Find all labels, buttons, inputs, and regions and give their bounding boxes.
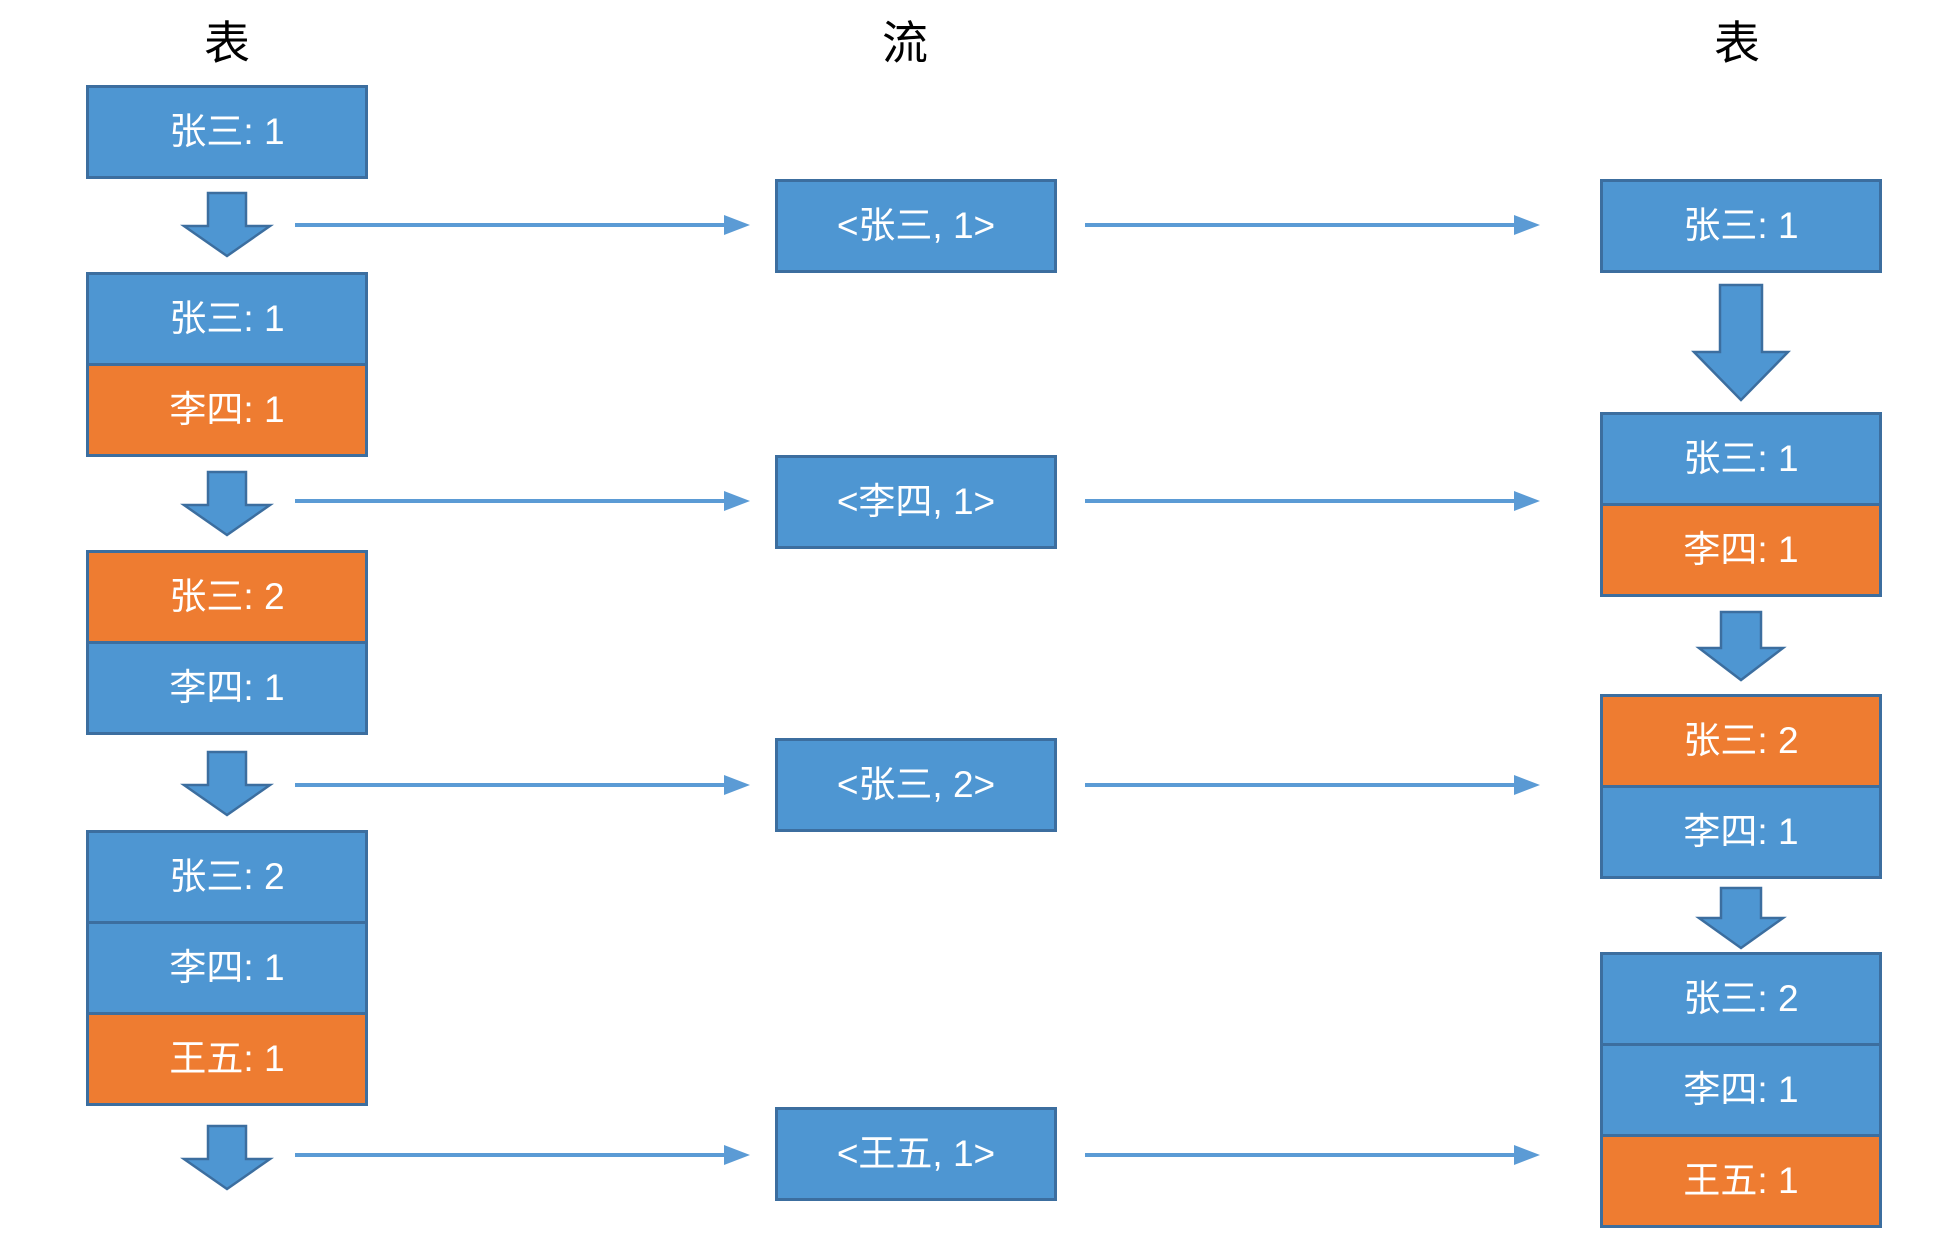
table-to-stream-arrow-1-line bbox=[295, 223, 724, 227]
table-row: 张三: 1 bbox=[86, 85, 368, 179]
table-row: 张三: 2 bbox=[1600, 952, 1882, 1046]
right-table-header: 表 bbox=[1714, 17, 1760, 69]
table-row: 张三: 1 bbox=[1600, 179, 1882, 273]
stream-to-table-arrow-4-line bbox=[1085, 1153, 1514, 1157]
table-row: 王五: 1 bbox=[1600, 1134, 1882, 1228]
stream-event-box: <张三, 2> bbox=[775, 738, 1057, 832]
left-table-down-arrow-4 bbox=[180, 1124, 274, 1191]
table-row: 李四: 1 bbox=[86, 921, 368, 1015]
left-table-down-arrow-3 bbox=[180, 750, 274, 817]
table-row: 张三: 2 bbox=[1600, 694, 1882, 788]
table-to-stream-arrow-1-head bbox=[724, 215, 750, 235]
left-table-down-arrow-1 bbox=[180, 191, 274, 258]
stream-to-table-arrow-1-head bbox=[1514, 215, 1540, 235]
table-row: 王五: 1 bbox=[86, 1012, 368, 1106]
table-row: 李四: 1 bbox=[1600, 785, 1882, 879]
table-row: 李四: 1 bbox=[1600, 503, 1882, 597]
table-to-stream-arrow-3-line bbox=[295, 783, 724, 787]
table-to-stream-arrow-4-line bbox=[295, 1153, 724, 1157]
stream-event-box: <张三, 1> bbox=[775, 179, 1057, 273]
table-to-stream-arrow-2-head bbox=[724, 491, 750, 511]
stream-to-table-arrow-4-head bbox=[1514, 1145, 1540, 1165]
table-to-stream-arrow-2-line bbox=[295, 499, 724, 503]
left-table-state-1: 张三: 1 bbox=[86, 85, 368, 179]
right-table-state-1: 张三: 1 bbox=[1600, 179, 1882, 273]
table-row: 张三: 2 bbox=[86, 830, 368, 924]
stream-to-table-arrow-3-head bbox=[1514, 775, 1540, 795]
right-table-down-arrow-2 bbox=[1695, 610, 1787, 682]
stream-to-table-arrow-2-head bbox=[1514, 491, 1540, 511]
right-table-down-arrow-3 bbox=[1695, 886, 1787, 950]
stream-event-box: <李四, 1> bbox=[775, 455, 1057, 549]
table-row: 张三: 1 bbox=[1600, 412, 1882, 506]
stream-to-table-arrow-3-line bbox=[1085, 783, 1514, 787]
table-row: 张三: 2 bbox=[86, 550, 368, 644]
right-table-down-arrow-1 bbox=[1691, 283, 1791, 402]
stream-to-table-arrow-2-line bbox=[1085, 499, 1514, 503]
stream-to-table-arrow-1-line bbox=[1085, 223, 1514, 227]
table-row: 李四: 1 bbox=[86, 363, 368, 457]
table-row: 李四: 1 bbox=[1600, 1043, 1882, 1137]
left-table-down-arrow-2 bbox=[180, 470, 274, 537]
stream-header: 流 bbox=[882, 17, 928, 69]
table-to-stream-arrow-3-head bbox=[724, 775, 750, 795]
table-to-stream-arrow-4-head bbox=[724, 1145, 750, 1165]
stream-event-box: <王五, 1> bbox=[775, 1107, 1057, 1201]
table-row: 张三: 1 bbox=[86, 272, 368, 366]
left-table-header: 表 bbox=[204, 17, 250, 69]
table-row: 李四: 1 bbox=[86, 641, 368, 735]
